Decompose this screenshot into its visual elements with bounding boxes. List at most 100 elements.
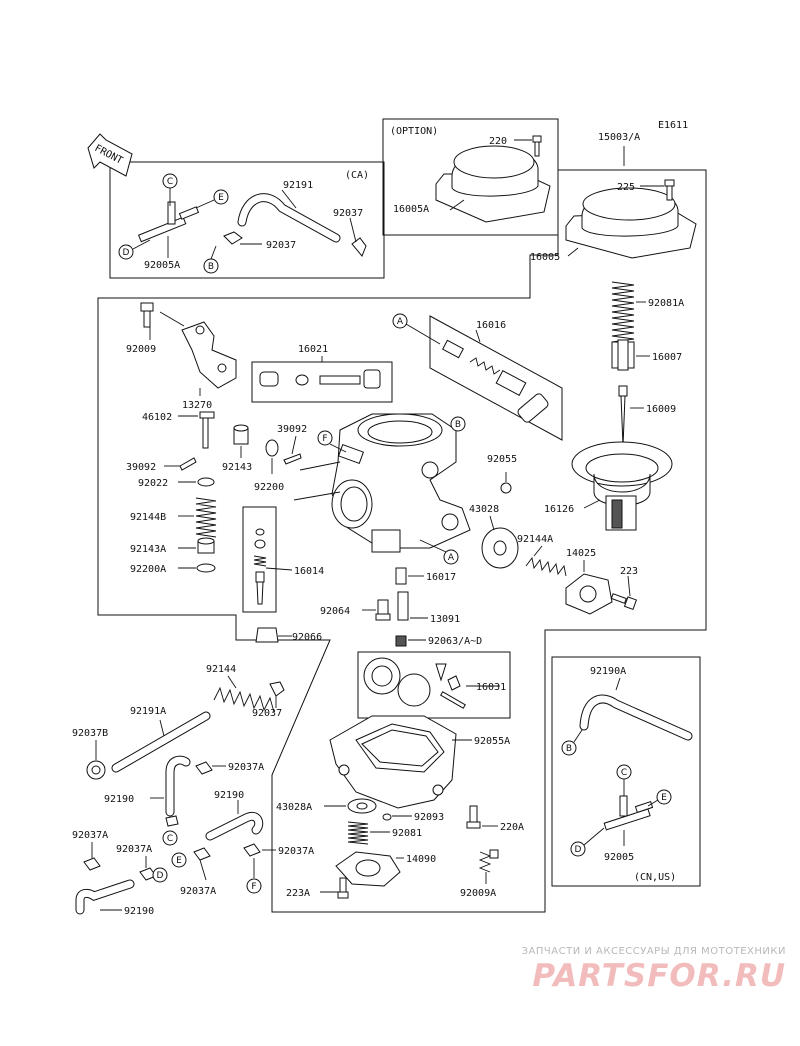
- hose-92190A: [579, 694, 693, 741]
- connector-f-lower: [246, 878, 262, 894]
- bracket-13270-icon: [181, 321, 237, 389]
- float-16031-icon: [363, 657, 466, 709]
- connector-e-cnus-label: E: [661, 793, 667, 803]
- connector-e-ca: [213, 189, 229, 205]
- top-cover-option: [435, 145, 551, 223]
- spring-92144-icon: [213, 686, 275, 713]
- part-92005A: 92005A: [144, 260, 180, 271]
- clip-92037A-6-icon: [193, 847, 211, 861]
- part-16009: 16009: [646, 404, 676, 415]
- spring-92081-icon: [347, 821, 369, 845]
- part-223A: 223A: [286, 888, 310, 899]
- part-92143: 92143: [222, 462, 252, 473]
- pin-39092b-icon: [283, 453, 302, 465]
- connector-a-top: [392, 313, 408, 329]
- hose-92190-1: [165, 755, 191, 817]
- part-92144B: 92144B: [130, 512, 166, 523]
- washer-92200A-icon: [196, 563, 216, 573]
- ca-box: [109, 161, 385, 279]
- connector-b-main: [450, 416, 466, 432]
- screw-92009A-icon: [478, 849, 499, 873]
- part-16005A: 16005A: [393, 204, 429, 215]
- clip-92037-mid-icon: [269, 681, 285, 697]
- needle-holder-16007-icon: [611, 339, 635, 371]
- part-13091: 13091: [430, 614, 460, 625]
- part-92055A: 92055A: [474, 736, 510, 747]
- jet-needle-16009-icon: [618, 385, 628, 447]
- part-92093: 92093: [414, 812, 444, 823]
- connector-f-lower-label: F: [251, 882, 256, 892]
- part-92144A: 92144A: [517, 534, 553, 545]
- part-92009: 92009: [126, 344, 156, 355]
- screw-220A-icon: [466, 805, 481, 829]
- screw-220-icon: [532, 135, 542, 157]
- part-15003: 15003/A: [598, 132, 640, 143]
- connector-a-main: [443, 549, 459, 565]
- part-16126: 16126: [544, 504, 574, 515]
- part-92037-ca: 92037: [333, 208, 363, 219]
- float-chamber-box: [357, 651, 511, 719]
- connector-d-cnus-label: D: [575, 845, 582, 855]
- oring-92200-icon: [265, 439, 279, 457]
- part-92037B: 92037B: [72, 728, 108, 739]
- part-92009A: 92009A: [460, 888, 496, 899]
- ca-box-label: (CA): [345, 170, 369, 181]
- spring-92144B-icon: [195, 497, 217, 538]
- part-223: 223: [620, 566, 638, 577]
- part-39092-a: 39092: [126, 462, 156, 473]
- part-92191A: 92191A: [130, 706, 166, 717]
- part-43028: 43028: [469, 504, 499, 515]
- part-92022: 92022: [138, 478, 168, 489]
- breather-tee-ca: [137, 201, 200, 243]
- connector-c-lower-label: C: [167, 834, 173, 844]
- connector-b-cnus-label: B: [566, 744, 572, 754]
- cover-14025-icon: [565, 573, 613, 615]
- front-arrow-icon: FRONT: [87, 133, 133, 177]
- part-92081A: 92081A: [648, 298, 684, 309]
- connector-c-lower: [162, 830, 178, 846]
- diaphragm-43028A-icon: [347, 798, 377, 814]
- connector-d-lower: [152, 867, 168, 883]
- connector-e-label: E: [218, 193, 224, 203]
- washer-92022-icon: [197, 477, 215, 487]
- needle-jet-box: [429, 315, 563, 441]
- part-14090: 14090: [406, 854, 436, 865]
- screw-225-icon: [664, 179, 675, 201]
- connector-d-lower-label: D: [157, 871, 164, 881]
- pilot-screw-16021-icon: [259, 369, 381, 389]
- part-16007: 16007: [652, 352, 682, 363]
- main-frame: [97, 169, 707, 913]
- diaphragm-16126-icon: [571, 441, 673, 531]
- breather-tee-cnus: [603, 795, 654, 831]
- part-39092-b: 39092: [277, 424, 307, 435]
- jet-92064-icon: [375, 599, 391, 621]
- part-92037A-4: 92037A: [72, 830, 108, 841]
- connector-d-ca: [118, 244, 134, 260]
- carburetor-body: [331, 413, 471, 553]
- part-92200A: 92200A: [130, 564, 166, 575]
- float-bowl: [329, 715, 457, 809]
- top-cover: [565, 187, 697, 259]
- part-14025: 14025: [566, 548, 596, 559]
- pilot-screw-box: [251, 361, 393, 403]
- connector-f-main: [317, 430, 333, 446]
- oring-92055-icon: [500, 482, 512, 494]
- screw-223-icon: [610, 593, 638, 611]
- clip-92037A-2-icon: [165, 815, 179, 827]
- collar-92143A-icon: [197, 537, 215, 554]
- part-16016: 16016: [476, 320, 506, 331]
- holder-16017-icon: [395, 567, 407, 585]
- clip-icon-ca-2: [223, 231, 243, 245]
- lever-46102-icon: [199, 411, 215, 449]
- part-92190-3: 92190: [124, 906, 154, 917]
- connector-b-cnus: [561, 740, 577, 756]
- part-92190-2: 92190: [214, 790, 244, 801]
- needle-jet-16016-icon: [442, 339, 549, 423]
- part-92037-mid: 92037: [252, 708, 282, 719]
- clip-92037A-1-icon: [195, 761, 213, 775]
- hose-92191A: [111, 711, 211, 773]
- clamp-92037B-icon: [86, 760, 106, 780]
- connector-e-cnus: [656, 789, 672, 805]
- hose-92190-3: [75, 879, 135, 915]
